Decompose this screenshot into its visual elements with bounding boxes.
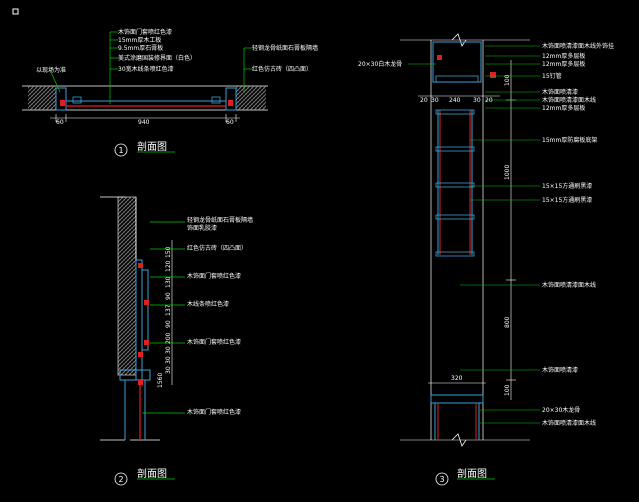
s1-label-6: 轻钢龙骨纸面石膏板隔墙 <box>252 44 318 52</box>
s3-top-dims: 20 30 240 30 20 <box>420 97 493 104</box>
s3-label-5: 木饰面喷清漆 <box>542 88 578 96</box>
s2-label-2: 饰面乳胶漆 <box>187 224 217 232</box>
wall-hatch-right <box>236 86 266 110</box>
s1-dim-right: 60 <box>226 119 234 126</box>
s1-label-3: 9.5mm厚石膏板 <box>118 44 163 52</box>
s2-label-7: 木饰面门套喷红色漆 <box>187 408 241 416</box>
s1-dim-center: 940 <box>138 119 150 126</box>
s1-title: 剖面图 <box>137 140 167 153</box>
s2-label-5: 木线条喷红色漆 <box>187 300 229 308</box>
origin-marker-icon <box>12 8 19 15</box>
s1-dim-left: 60 <box>56 119 64 126</box>
s3-vdim-1: 100 <box>504 74 511 86</box>
s2-dim-11: 1560 <box>157 373 164 388</box>
s2-label-3: 红色仿古砖（四凸面） <box>187 244 247 252</box>
s1-label-2: 15mm厚木工板 <box>118 36 161 44</box>
s2-dim-5: 137 <box>165 304 172 316</box>
s3-top-dim-3: 240 <box>449 97 461 104</box>
s1-label-7: 红色仿古砖（四凸面） <box>252 65 312 73</box>
s3-label-11: 木饰面喷清漆面木线 <box>542 281 596 289</box>
s3-label-12: 木饰面喷清漆 <box>542 366 578 374</box>
s2-title: 剖面图 <box>137 467 167 480</box>
s3-vdim-3: 800 <box>504 316 511 328</box>
s2-label-4: 木饰面门套喷红色漆 <box>187 272 241 280</box>
s2-dim-8: 30 <box>165 346 172 354</box>
s3-label-7: 12mm厚多层板 <box>542 104 585 112</box>
s2-dim-4: 90 <box>165 292 172 300</box>
s2-dim-6: 90 <box>165 320 172 328</box>
s3-top-dim-1: 20 <box>420 97 428 104</box>
s2-vertical-dims: 150 120 130 90 137 90 200 30 30 30 1560 <box>157 246 172 388</box>
s3-bottom-dim: 320 <box>451 375 463 382</box>
s2-dim-9: 30 <box>165 356 172 364</box>
s2-dim-2: 120 <box>165 260 172 272</box>
s2-dim-10: 30 <box>165 366 172 374</box>
s3-label-6: 木饰面喷清漆面木线 <box>542 96 596 104</box>
s3-label-3: 12mm厚多层板 <box>542 60 585 68</box>
s2-dim-7: 200 <box>165 332 172 344</box>
s1-label-5: 30宽木线条喷红色漆 <box>118 65 174 73</box>
section-1-drawing <box>22 31 268 122</box>
s3-label-1: 木饰面喷清漆面木线外饰挂 <box>542 42 614 50</box>
s1-label-1: 木饰面门套喷红色漆 <box>118 28 172 36</box>
s3-label-8: 15mm厚防腐板底架 <box>542 136 597 144</box>
s3-label-13: 20×30木龙骨 <box>542 406 580 414</box>
s1-left-tag: 以现场为准 <box>36 66 66 74</box>
section-1-marker-icon <box>114 143 128 157</box>
s3-top-dim-5: 20 <box>485 97 493 104</box>
s1-number: 1 <box>119 146 124 155</box>
s3-label-9: 15×15方通刷黑漆 <box>542 182 592 190</box>
section-2-drawing <box>100 196 185 441</box>
s3-label-2: 12mm厚多层板 <box>542 52 585 60</box>
section-3-marker-icon <box>435 472 449 486</box>
s2-label-1: 轻钢龙骨纸面石膏板隔墙 <box>187 216 253 224</box>
s3-vdim-2: 1000 <box>504 165 511 180</box>
s3-vdim-4: 100 <box>504 384 511 396</box>
s3-label-10: 15×15方通刷黑漆 <box>542 196 592 204</box>
s2-dim-3: 130 <box>165 276 172 288</box>
s3-top-dim-4: 30 <box>473 97 481 104</box>
s2-number: 2 <box>119 475 124 484</box>
s2-dim-1: 150 <box>165 246 172 258</box>
s3-top-dim-2: 30 <box>431 97 439 104</box>
s3-number: 3 <box>440 475 445 484</box>
s1-label-4: 美式涂磨国装修界面（白色） <box>118 54 196 62</box>
s3-title: 剖面图 <box>457 467 487 480</box>
s3-left-label: 20×30白木龙骨 <box>358 60 402 68</box>
s3-label-14: 木饰面喷清漆面木线 <box>542 419 596 427</box>
s3-label-4: 15钉管 <box>542 72 562 80</box>
wall-hatch-left <box>28 86 56 110</box>
section-3-drawing <box>400 33 540 447</box>
s2-label-6: 木饰面门套喷红色漆 <box>187 338 241 346</box>
section-2-marker-icon <box>114 472 128 486</box>
